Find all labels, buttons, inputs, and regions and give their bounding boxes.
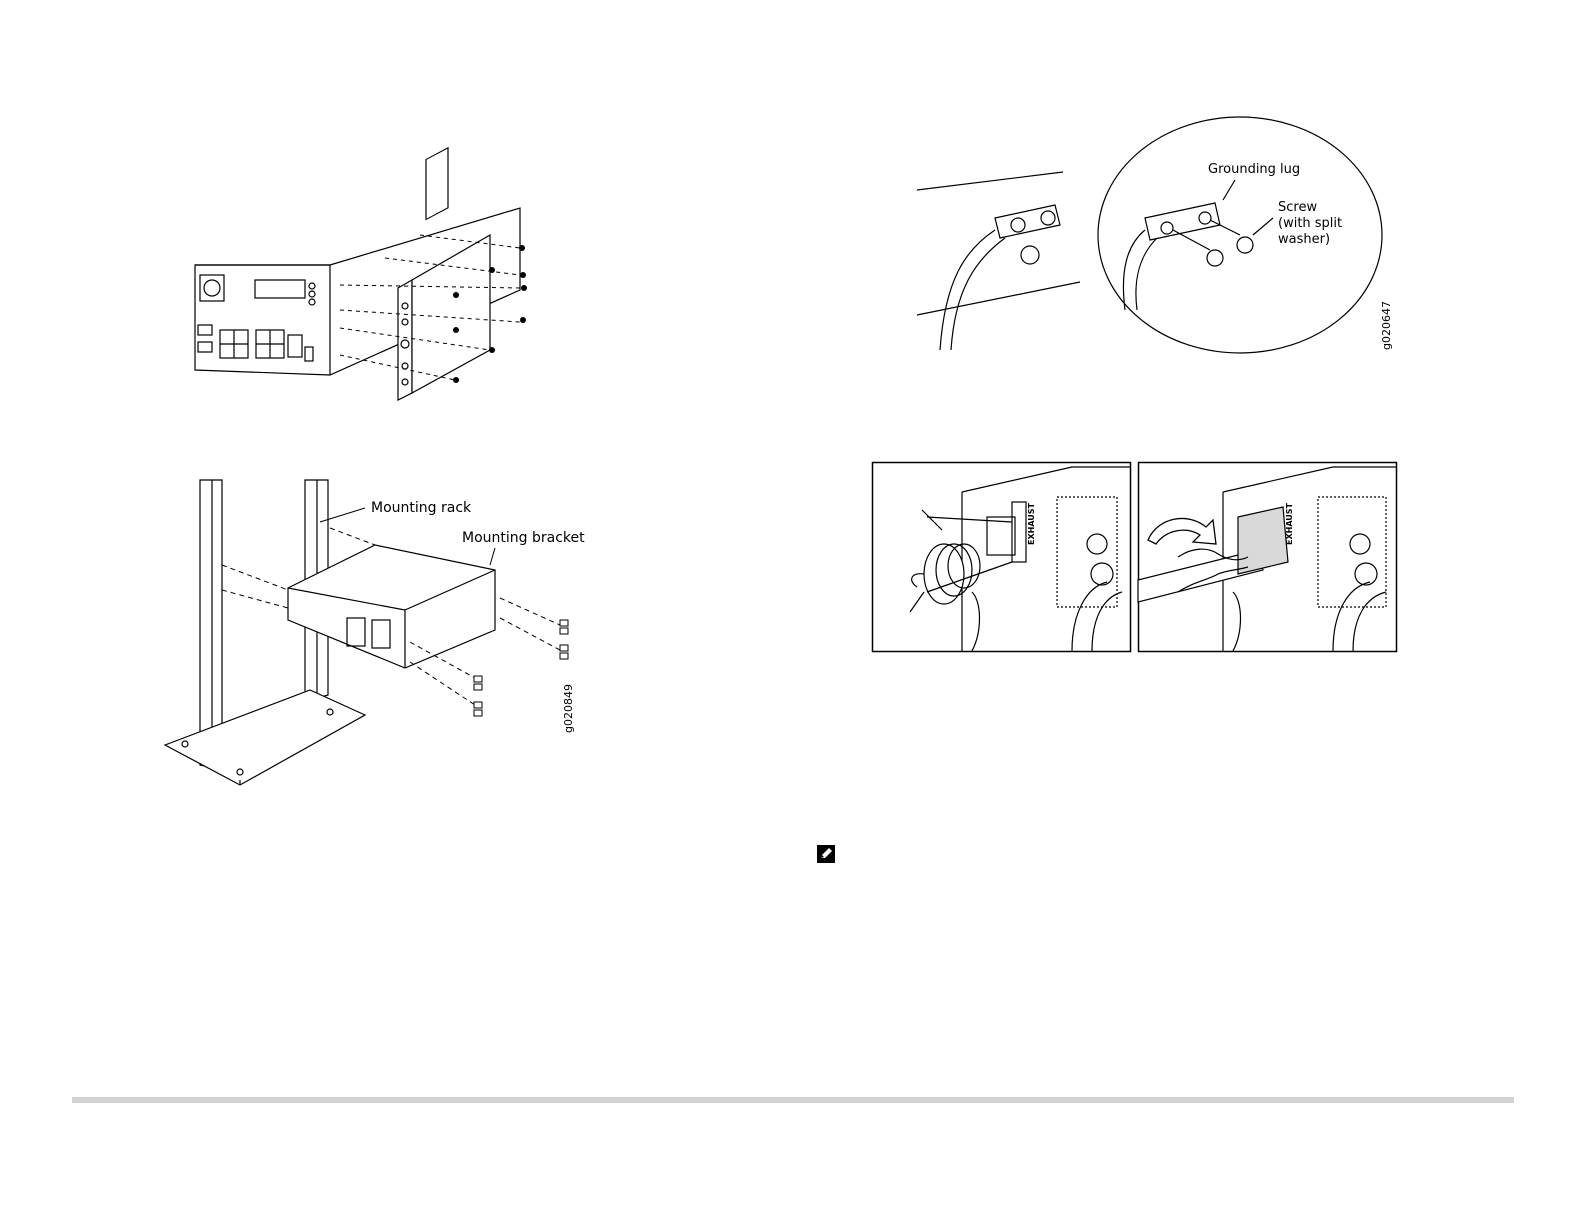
power-cord-figure-left <box>872 462 1131 652</box>
rack-mount-figure <box>160 480 580 790</box>
footer-rule <box>72 1097 1514 1103</box>
label-screw-line1: Screw <box>1278 200 1317 215</box>
label-mounting-rack: Mounting rack <box>371 500 471 516</box>
figure-code-g020849: g020849 <box>562 684 575 733</box>
bracket-attach-figure <box>190 210 540 400</box>
label-grounding-lug: Grounding lug <box>1208 162 1300 177</box>
exhaust-label-right: EXHAUST <box>1285 503 1294 545</box>
exhaust-label-left: EXHAUST <box>1027 503 1036 545</box>
pencil-note-icon <box>817 845 835 863</box>
label-screw-line2: (with split <box>1278 216 1342 231</box>
figure-code-g020647: g020647 <box>1380 301 1393 350</box>
power-cord-figure-right <box>1138 462 1397 652</box>
label-mounting-bracket: Mounting bracket <box>462 530 585 546</box>
label-screw-line3: washer) <box>1278 232 1330 247</box>
